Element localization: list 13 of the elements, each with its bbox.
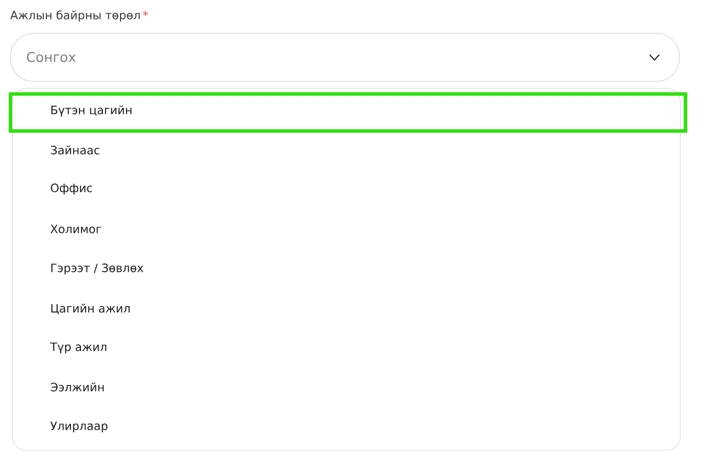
required-mark: * bbox=[142, 10, 148, 16]
dropdown-panel bbox=[12, 88, 681, 451]
select-field: Сонгох bbox=[10, 33, 680, 82]
dropdown-option: Ээлжийн bbox=[50, 382, 104, 392]
field-label: Ажлын байрны төрөл bbox=[10, 10, 140, 22]
dropdown-option: Зайнаас bbox=[50, 146, 100, 154]
dropdown-option: Цагийн ажил bbox=[51, 304, 130, 314]
dropdown-option: Холимог bbox=[50, 224, 102, 234]
highlighted-option: Бүтэн цагийн bbox=[8, 92, 688, 133]
dropdown-option: Оффис bbox=[50, 184, 92, 194]
dropdown-option: Гэрээт / Зөвлөх bbox=[51, 264, 144, 274]
dropdown-option: Түр ажил bbox=[50, 342, 106, 354]
dropdown-option: Улирлаар bbox=[50, 422, 108, 432]
